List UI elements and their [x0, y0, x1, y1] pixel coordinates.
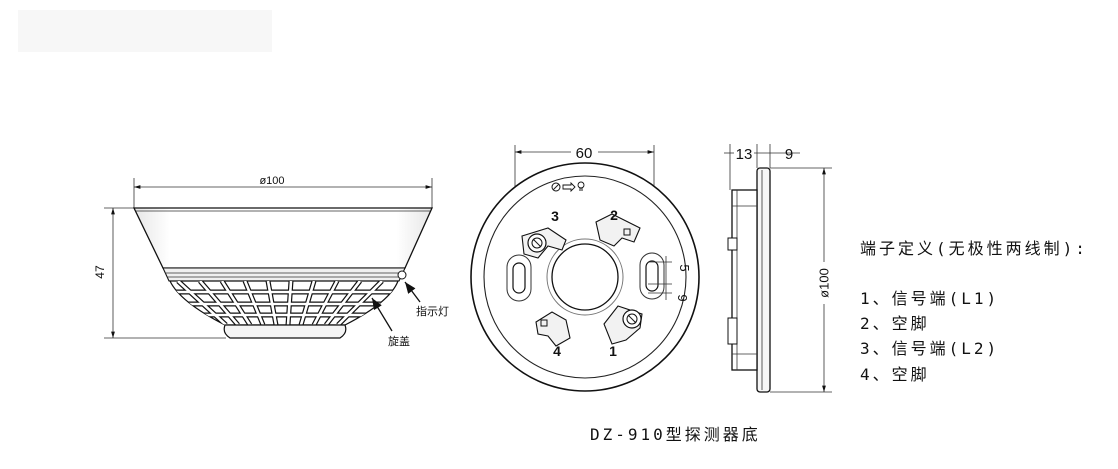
side-diameter-label: ø100 [259, 175, 284, 187]
side-diameter-dimension: ø100 [133, 175, 433, 208]
profile-plate-label: 9 [785, 146, 793, 163]
terminal-screw-1 [622, 309, 642, 329]
terminal-legend: 端子定义(无极性两线制): 1、信号端(L1) 2、空脚 3、信号端(L2) 4… [860, 239, 1088, 384]
profile-notch [727, 237, 738, 251]
terminal-pad-2 [595, 213, 641, 247]
detector-bottom-cap [223, 324, 347, 339]
terminal-number-3: 3 [551, 208, 559, 224]
terminal-number-1: 1 [609, 343, 617, 359]
detector-grille [169, 280, 399, 326]
terminal-legend-title: 端子定义(无极性两线制): [860, 239, 1088, 258]
indicator-leader-arrow [404, 281, 421, 303]
terminal-legend-item: 1、信号端(L1) [860, 289, 999, 308]
base-small-dimensions: 5 9 [648, 256, 692, 302]
terminal-number-2: 2 [610, 207, 618, 223]
terminal-marker-square [623, 228, 631, 236]
detector-body [132, 207, 434, 269]
profile-thickness-label: 13 [736, 146, 753, 163]
terminal-legend-item: 3、信号端(L2) [860, 339, 999, 358]
indicator-label: 指示灯 [416, 304, 449, 318]
profile-thickness-dimension: 13 9 [724, 144, 800, 190]
terminal-screw-3 [527, 233, 547, 253]
side-view: ø100 47 [93, 175, 449, 348]
profile-mounting-plate [756, 167, 771, 393]
indicator-light [397, 270, 407, 280]
background-artifact [18, 10, 272, 52]
base-dim-label-a: 5 [677, 264, 692, 271]
profile-diameter-label: ø100 [817, 268, 832, 298]
indicator-symbol-icon [551, 181, 585, 193]
side-height-label: 47 [93, 265, 107, 279]
profile-notch [727, 317, 738, 345]
base-dim-label-b: 9 [675, 294, 690, 301]
terminal-number-4: 4 [553, 343, 561, 359]
terminal-marker-square [540, 319, 548, 327]
profile-diameter-dimension: ø100 [770, 167, 832, 393]
left-mounting-slot [506, 254, 532, 302]
terminal-legend-item: 2、空脚 [860, 314, 930, 333]
cap-label: 旋盖 [388, 334, 410, 348]
cap-leader-arrow [371, 297, 393, 332]
terminal-legend-item: 4、空脚 [860, 365, 930, 384]
side-height-dimension: 47 [93, 207, 226, 339]
base-center-ring [546, 238, 624, 316]
base-width-label: 60 [576, 145, 593, 162]
detector-band [162, 267, 406, 282]
base-center-hole [551, 243, 619, 311]
drawing-caption: DZ-910型探测器底 [590, 425, 761, 444]
right-mounting-slot [639, 252, 665, 300]
base-view: 60 [470, 145, 700, 392]
base-inner-rim [483, 175, 687, 379]
profile-view: 13 9 ø100 [724, 144, 832, 393]
